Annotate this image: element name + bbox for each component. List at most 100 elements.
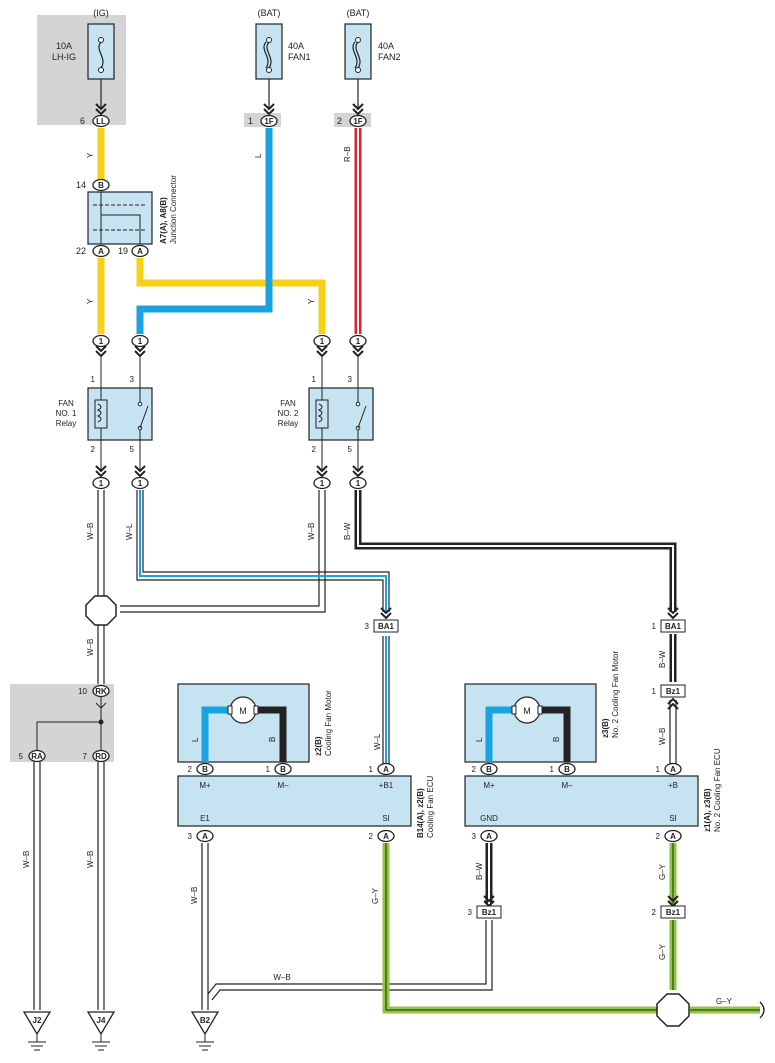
wire-label-l: L <box>254 153 263 158</box>
ecu1-si: SI <box>382 814 390 823</box>
bz1-gnd-connector <box>476 905 502 919</box>
ecu2-p-b: 1 <box>656 765 661 774</box>
bz1-si-connector <box>660 905 686 919</box>
ecu1-p-si: 2 <box>369 832 374 841</box>
ecu1-b1: +B1 <box>379 781 394 790</box>
motor2-name: No. 2 Cooling Fan Motor <box>611 651 620 738</box>
ecu2-gnd: GND <box>480 814 498 823</box>
ground-j4 <box>86 1011 116 1051</box>
ecu2-b: +B <box>668 781 678 790</box>
r1-p3: 3 <box>130 375 135 384</box>
ecu1-p-e1: 3 <box>188 832 193 841</box>
motor1-wire-b: B <box>268 737 277 742</box>
wire-label-gy1: G–Y <box>371 887 380 904</box>
jc-pin-right: 19 <box>118 246 128 256</box>
ecu1-c-e1: A <box>202 832 208 841</box>
bat2-fuse-amp: 40A <box>378 41 394 51</box>
ll-conn: LL <box>96 117 106 126</box>
wire-label-wl1: W–L <box>125 523 134 540</box>
r2-name-1: FAN <box>280 399 296 408</box>
motor1-symbol: M <box>239 706 247 716</box>
junction-block-area <box>10 684 114 762</box>
ecu2-p-mplus: 2 <box>472 765 477 774</box>
r2-conn-d: 1 <box>356 479 361 488</box>
junction-connector <box>87 178 153 258</box>
ecu2-p-si: 2 <box>656 832 661 841</box>
ecu2-c-b: A <box>670 765 676 774</box>
ecu2-p-gnd: 3 <box>472 832 477 841</box>
wire-label-wb-ecu2: W–B <box>658 728 667 745</box>
bz1-gnd-name: Bz1 <box>482 908 497 917</box>
ground-j2 <box>22 1011 52 1051</box>
ba1-right-name: BA1 <box>665 622 682 631</box>
ecu1-c-mminus: B <box>280 765 286 774</box>
motor1-bold: z2(B) <box>314 736 323 756</box>
r1-p1: 1 <box>91 375 96 384</box>
wire-label-y1: Y <box>86 152 95 158</box>
wire-label-wl2: W–L <box>373 733 382 750</box>
ecu2-mminus: M– <box>561 781 573 790</box>
jc-conn-top: B <box>98 181 104 190</box>
rk-conn: RK <box>95 687 107 696</box>
ecu1-name: Cooling Fan ECU <box>426 776 435 838</box>
ecu1-mplus: M+ <box>199 781 211 790</box>
r1-conn-a: 1 <box>99 337 104 346</box>
ecu2-c-si: A <box>670 832 676 841</box>
bz1-si-pin: 2 <box>652 908 657 917</box>
no2-cooling-fan-ecu <box>464 762 699 843</box>
r2-conn-a: 1 <box>320 337 325 346</box>
ecu2-bold: z1(A), z3(B) <box>703 788 712 832</box>
ig-fuse-name: LH-IG <box>52 52 76 62</box>
wire-label-bw2: B–W <box>658 650 667 668</box>
ecu1-p-mminus: 1 <box>266 765 271 774</box>
ecu1-c-b1: A <box>383 765 389 774</box>
r1-p2: 2 <box>91 445 96 454</box>
ecu2-name: No. 2 Cooling Fan ECU <box>713 748 722 832</box>
rd-pin: 7 <box>83 752 88 761</box>
wire-l-fan1 <box>136 128 273 334</box>
wire-gy-ecu1 <box>382 843 665 1014</box>
wire-label-wb2: W–B <box>307 523 316 540</box>
ground-b2 <box>190 1011 220 1051</box>
ecu2-mplus: M+ <box>483 781 495 790</box>
wire-label-gy2: G–Y <box>658 863 667 880</box>
wire-label-y2: Y <box>86 298 95 304</box>
rd-conn: RD <box>95 752 107 761</box>
ecu1-bold: B14(A), z2(B) <box>416 788 425 838</box>
bat2-fuse-name: FAN2 <box>378 52 401 62</box>
motor1-name: Cooling Fan Motor <box>324 690 333 756</box>
ecu1-p-mplus: 2 <box>188 765 193 774</box>
wire-label-wb-j2: W–B <box>22 851 31 868</box>
cooling-fan-ecu <box>177 762 412 843</box>
wire-label-wb-e1: W–B <box>190 887 199 904</box>
r2-conn-b: 1 <box>356 337 361 346</box>
bz1-top-pin: 1 <box>652 687 657 696</box>
ra-pin: 5 <box>19 752 24 761</box>
1f-pin-a: 1 <box>248 116 253 126</box>
r1-conn-c: 1 <box>99 479 104 488</box>
jc-pin-left: 22 <box>76 246 86 256</box>
fan-no1-relay <box>87 356 153 470</box>
motor1-wire-l: L <box>191 737 200 742</box>
ba1-right-connector <box>660 619 686 633</box>
wire-label-bw-gnd: B–W <box>475 862 484 880</box>
r1-conn-b: 1 <box>138 337 143 346</box>
motor2-wire-b: B <box>552 737 561 742</box>
wire-label-gy3: G–Y <box>658 943 667 960</box>
wire-label-wb-h: W–B <box>273 973 290 982</box>
r2-p1: 1 <box>312 375 317 384</box>
r2-p5: 5 <box>348 445 353 454</box>
jc-name-bold: A7(A), A8(B) <box>159 197 168 244</box>
ig-fuse <box>87 23 115 108</box>
wire-y-relay2 <box>136 258 326 334</box>
ll-pin: 6 <box>80 116 85 126</box>
bz1-top-connector <box>660 684 686 698</box>
ecu1-mminus: M– <box>277 781 289 790</box>
motor2-symbol: M <box>523 706 531 716</box>
bat2-label: (BAT) <box>347 8 370 18</box>
relay-top-connectors <box>92 334 367 357</box>
motor2-bold: z3(B) <box>601 718 610 738</box>
ig-fuse-amp: 10A <box>56 41 72 51</box>
1f-pin-b: 2 <box>337 116 342 126</box>
